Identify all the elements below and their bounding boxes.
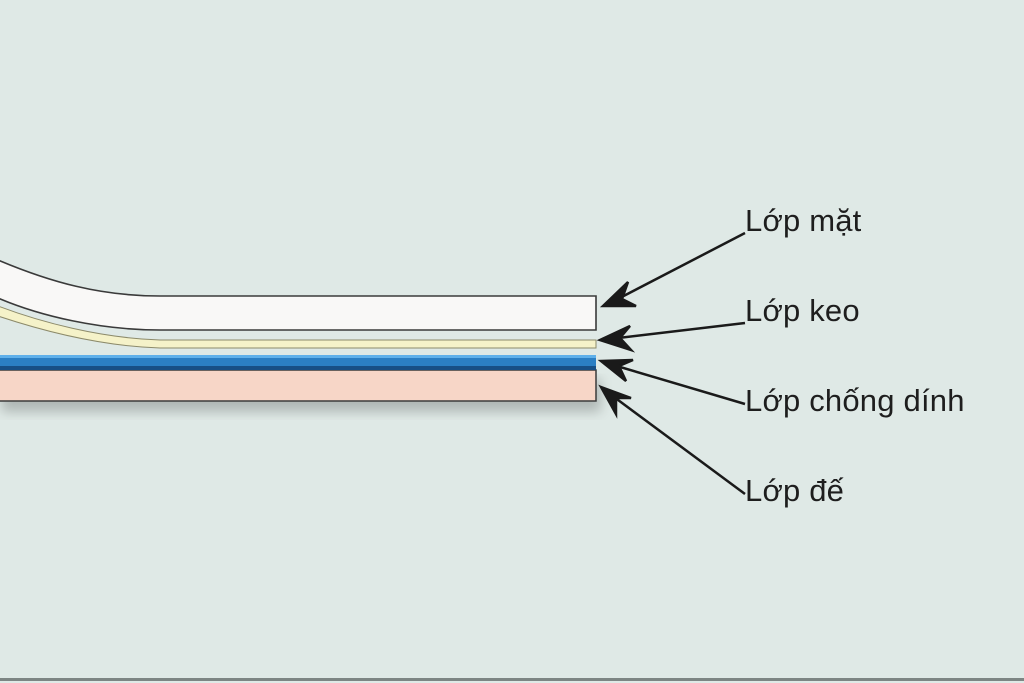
- adhesive-layer: [0, 306, 597, 349]
- arrow-face-layer: [599, 231, 746, 308]
- arrow-base-layer: [598, 384, 746, 496]
- arrow-adhesive-layer: [596, 321, 746, 353]
- label-face-layer: Lớp mặt: [745, 203, 862, 238]
- bottom-divider: [0, 678, 1024, 681]
- base-layer: [0, 369, 597, 402]
- label-base-layer: Lớp đế: [745, 473, 845, 508]
- label-adhesive-layer: Lớp keo: [745, 293, 860, 328]
- label-release-layer: Lớp chống dính: [745, 383, 965, 418]
- arrow-release-layer: [597, 358, 746, 406]
- release-layer: [0, 355, 596, 370]
- face-layer: [0, 259, 597, 331]
